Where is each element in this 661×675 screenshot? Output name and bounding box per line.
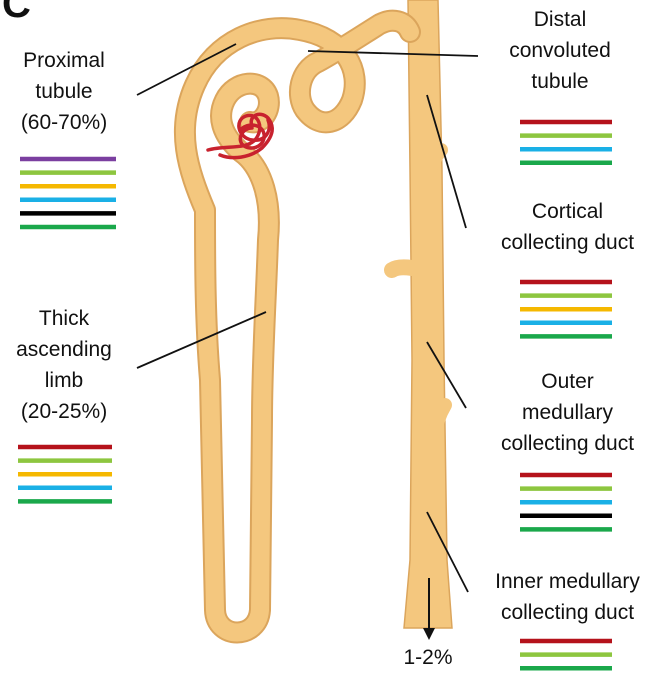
duct-branch-middle	[392, 267, 412, 270]
label-inner-medullary-collecting-duct: Inner medullary collecting duct	[474, 566, 661, 628]
label-thick-ascending-limb: Thick ascending limb (20-25%)	[0, 303, 128, 427]
label-distal-convoluted-tubule: Distal convoluted tubule	[490, 4, 630, 97]
label-proximal-tubule: Proximal tubule (60-70%)	[0, 45, 128, 138]
outflow-label: 1-2%	[382, 642, 474, 673]
label-outer-medullary-collecting-duct: Outer medullary collecting duct	[480, 366, 655, 459]
outflow-arrow-head	[423, 628, 435, 640]
collecting-duct	[404, 0, 452, 628]
nephron-tubule	[185, 21, 410, 633]
label-cortical-collecting-duct: Cortical collecting duct	[480, 196, 655, 258]
tubule-fill	[185, 21, 410, 633]
